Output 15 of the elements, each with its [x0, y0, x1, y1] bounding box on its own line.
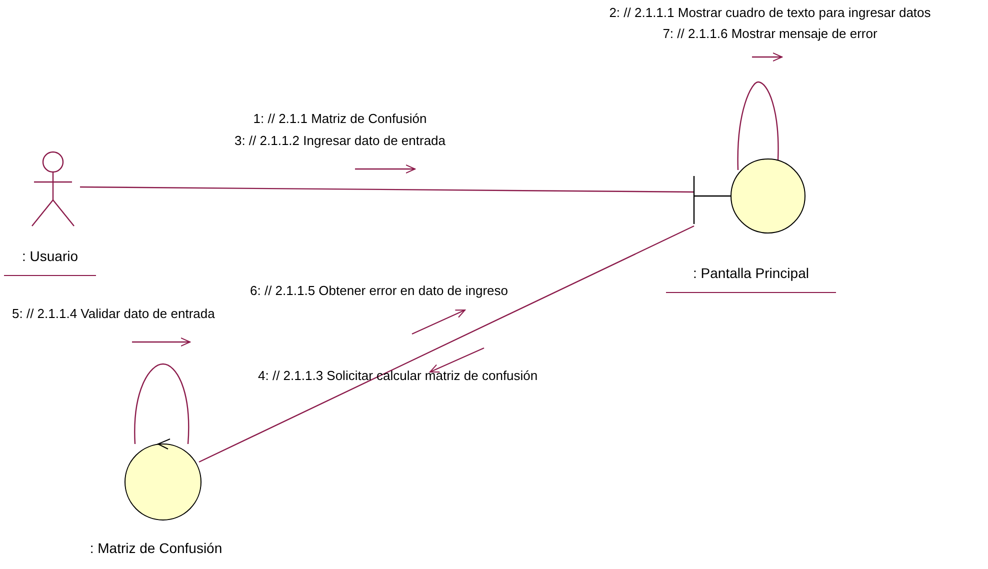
- self-link-line: [134, 363, 190, 444]
- message-label: 7: // 2.1.1.6 Mostrar mensaje de error: [662, 26, 878, 41]
- message-label: 1: // 2.1.1 Matriz de Confusión: [253, 111, 427, 126]
- message-label: 5: // 2.1.1.4 Validar dato de entrada: [12, 306, 215, 321]
- control-object-circle: [124, 436, 204, 522]
- link-line: [198, 225, 694, 463]
- message-label: 4: // 2.1.1.3 Solicitar calcular matriz de confusión: [258, 368, 538, 383]
- object-name: : Matriz de Confusión: [88, 539, 224, 558]
- message-label: 6: // 2.1.1.5 Obtener error en dato de ingreso: [250, 283, 508, 298]
- object-name: : Usuario: [4, 246, 96, 276]
- object-name: : Pantalla Principal: [666, 263, 836, 293]
- message-label: 2: // 2.1.1.1 Mostrar cuadro de texto para ingresar datos: [609, 5, 931, 20]
- self-link-line: [737, 81, 779, 170]
- message-label: 3: // 2.1.1.2 Ingresar dato de entrada: [234, 133, 446, 148]
- link-line: [80, 186, 694, 193]
